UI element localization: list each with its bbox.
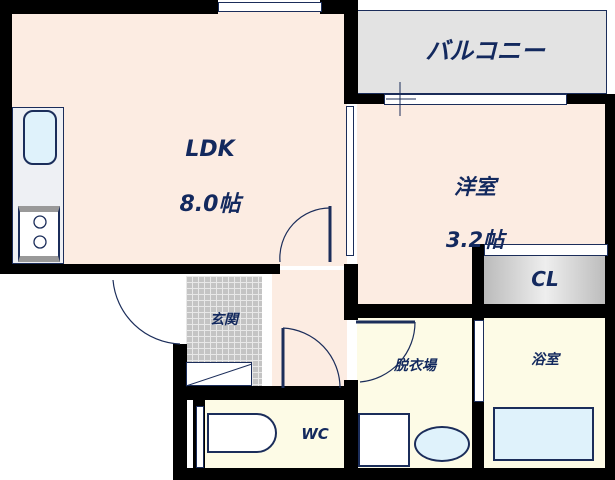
wall-balcony-bottom-right [565, 94, 615, 104]
ldk-floor [12, 12, 347, 266]
bathtub[interactable] [493, 407, 594, 461]
bathroom-label: 浴室 [531, 352, 559, 368]
toilet-label: WC [301, 425, 329, 443]
ldk-label: LDK 8.0帖 [150, 108, 270, 246]
entrance-label: 玄関 [210, 312, 238, 328]
wall-wc-right [344, 380, 358, 480]
closet-doors [484, 244, 608, 256]
ldk-name: LDK [185, 136, 235, 162]
western-room-size: 3.2帖 [445, 227, 505, 252]
balcony-label: バルコニー [425, 37, 545, 65]
wall-closet-left [472, 244, 484, 304]
closet-floor [484, 255, 607, 305]
room-window [384, 94, 567, 105]
partition-sliding [346, 106, 354, 256]
washing-machine[interactable] [358, 413, 410, 467]
wall-entrance-left [173, 344, 187, 480]
wall-bottom [173, 468, 615, 480]
wall-hall-right [344, 264, 358, 320]
wall-top-right [320, 0, 350, 14]
closet-label: CL [531, 267, 559, 291]
ldk-window [218, 2, 322, 12]
wall-toilet-top [173, 386, 347, 400]
wash-basin[interactable] [414, 426, 470, 462]
sink[interactable] [23, 110, 57, 165]
bath-partition [474, 320, 484, 402]
wall-ldk-right-top [344, 0, 358, 104]
ldk-size: 8.0帖 [179, 191, 241, 217]
wall-right [605, 94, 615, 480]
western-room-name: 洋室 [454, 175, 496, 200]
toilet-fixture[interactable] [207, 413, 277, 453]
wall-left [0, 0, 12, 274]
wc-window [196, 406, 204, 468]
balcony-floor [357, 10, 607, 94]
wall-room-bottom [344, 304, 615, 318]
western-room-label: 洋室 3.2帖 [420, 148, 530, 279]
stove[interactable] [18, 206, 60, 262]
wall-top-left [0, 0, 218, 14]
wall-balcony-bottom-left [344, 94, 384, 104]
wall-ldk-bottom [0, 264, 280, 274]
dressing-room-label: 脱衣場 [394, 358, 436, 374]
